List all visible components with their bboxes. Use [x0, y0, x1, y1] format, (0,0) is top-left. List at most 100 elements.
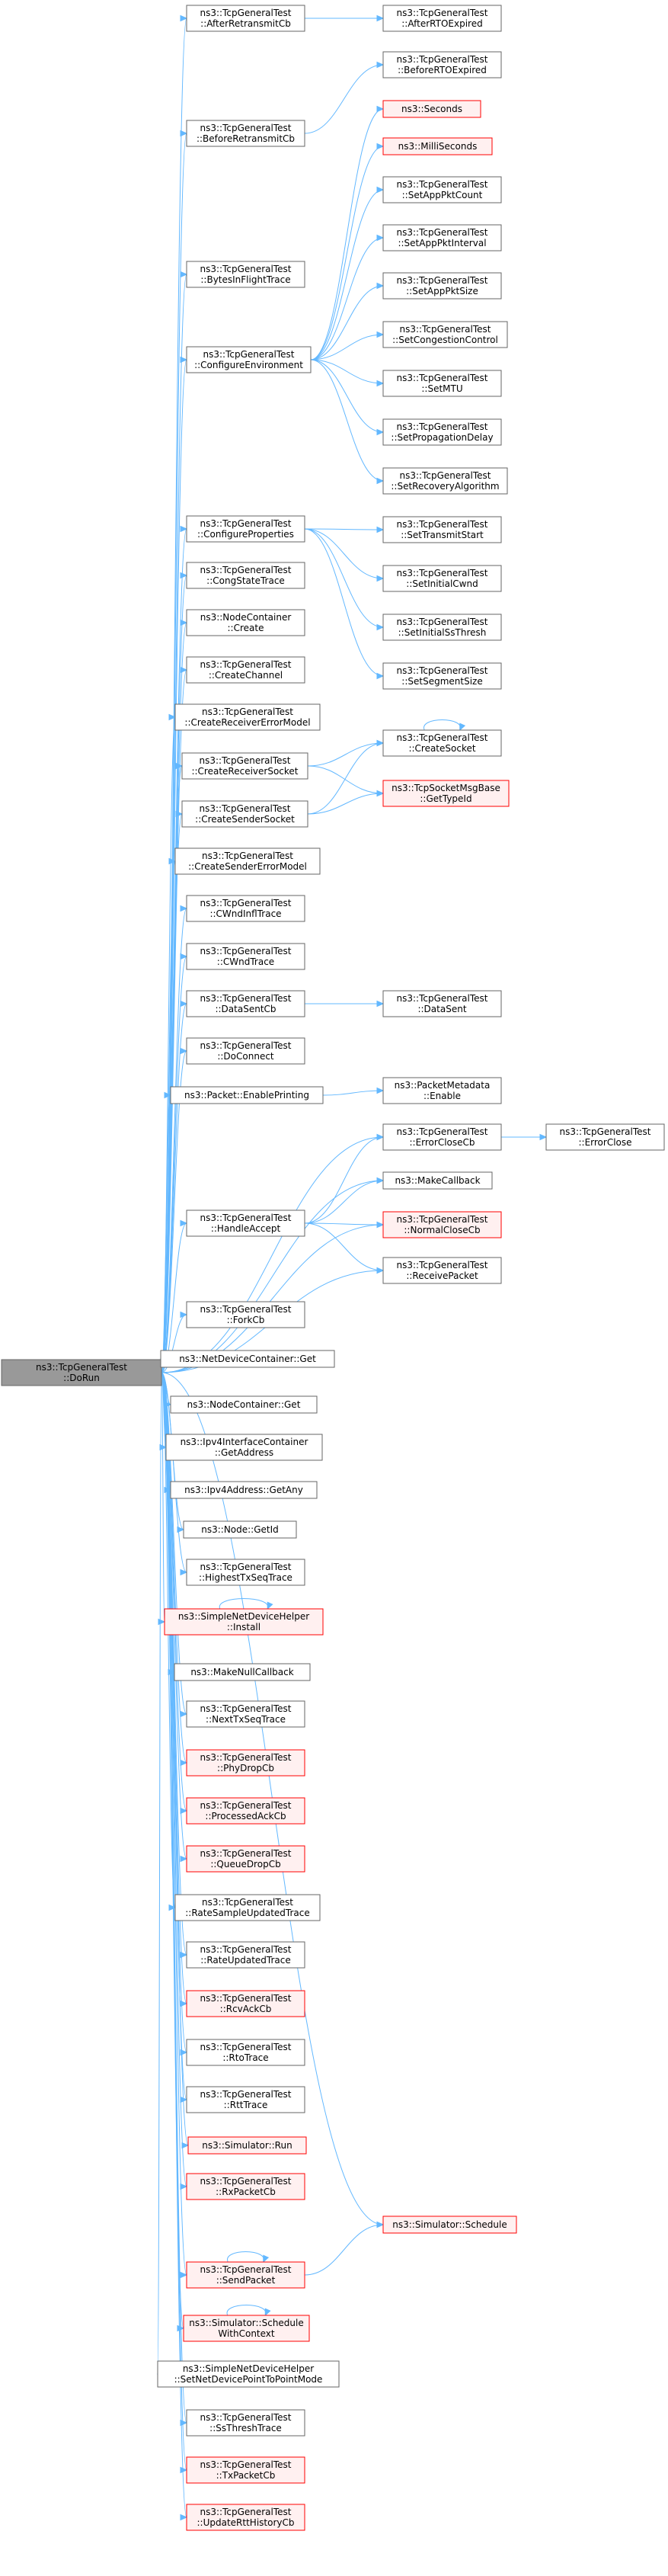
node-create-sender-error-model[interactable]: ns3::TcpGeneralTest::CreateSenderErrorMo… — [174, 847, 321, 875]
node-update-rtt-history-cb[interactable]: ns3::TcpGeneralTest::UpdateRttHistoryCb — [186, 2504, 305, 2531]
node-data-sent[interactable]: ns3::TcpGeneralTest::DataSent — [382, 990, 502, 1017]
node-get-type-id[interactable]: ns3::TcpSocketMsgBase::GetTypeId — [382, 780, 510, 807]
node-milli-seconds[interactable]: ns3::MilliSeconds — [382, 137, 493, 155]
node-error-close-cb[interactable]: ns3::TcpGeneralTest::ErrorCloseCb — [382, 1123, 502, 1151]
node-label: ::HighestTxSeqTrace — [199, 1572, 292, 1583]
node-phy-drop-cb[interactable]: ns3::TcpGeneralTest::PhyDropCb — [186, 1749, 305, 1777]
node-create-socket[interactable]: ns3::TcpGeneralTest::CreateSocket — [382, 729, 502, 757]
node-label: ns3::TcpGeneralTest — [200, 1304, 291, 1315]
node-label: ns3::Ipv4Address::GetAny — [184, 1485, 303, 1495]
node-box — [382, 137, 493, 155]
edge-error-close-cb-to-error-close-arrowhead — [539, 1133, 548, 1141]
node-get-any[interactable]: ns3::Ipv4Address::GetAny — [170, 1481, 318, 1499]
node-label: ns3::TcpGeneralTest — [200, 123, 291, 133]
node-ss-thresh-trace[interactable]: ns3::TcpGeneralTest::SsThreshTrace — [186, 2409, 305, 2437]
edge-root-to-phy-drop-cb-arrowhead — [180, 1759, 188, 1767]
node-set-congestion-control[interactable]: ns3::TcpGeneralTest::SetCongestionContro… — [382, 321, 508, 348]
node-set-propagation-delay[interactable]: ns3::TcpGeneralTest::SetPropagationDelay — [382, 418, 502, 446]
edge-root-to-next-tx-seq-trace-arrowhead — [180, 1710, 188, 1718]
node-set-recovery-algorithm[interactable]: ns3::TcpGeneralTest::SetRecoveryAlgorith… — [382, 467, 508, 495]
node-tx-packet-cb[interactable]: ns3::TcpGeneralTest::TxPacketCb — [186, 2456, 305, 2484]
node-before-retransmit-cb[interactable]: ns3::TcpGeneralTest::BeforeRetransmitCb — [186, 120, 305, 147]
node-handle-accept[interactable]: ns3::TcpGeneralTest::HandleAccept — [186, 1210, 305, 1237]
node-label: ::Create — [228, 623, 264, 633]
node-label: ns3::NodeContainer — [200, 612, 292, 623]
node-after-retransmit-cb[interactable]: ns3::TcpGeneralTest::AfterRetransmitCb — [186, 5, 305, 32]
node-send-packet[interactable]: ns3::TcpGeneralTest::SendPacket — [186, 2261, 305, 2289]
node-fork-cb[interactable]: ns3::TcpGeneralTest::ForkCb — [186, 1301, 305, 1328]
node-create-sender-socket[interactable]: ns3::TcpGeneralTest::CreateSenderSocket — [181, 800, 308, 828]
node-data-sent-cb[interactable]: ns3::TcpGeneralTest::DataSentCb — [186, 990, 305, 1017]
edge-root-to-highest-tx-seq-trace — [161, 1372, 187, 1573]
node-get-id[interactable]: ns3::Node::GetId — [183, 1520, 297, 1539]
node-simulator-schedule[interactable]: ns3::Simulator::Schedule — [382, 2216, 517, 2234]
node-rate-sample-updated-trace[interactable]: ns3::TcpGeneralTest::RateSampleUpdatedTr… — [174, 1894, 321, 1921]
node-error-close[interactable]: ns3::TcpGeneralTest::ErrorClose — [545, 1123, 665, 1151]
node-set-initial-cwnd[interactable]: ns3::TcpGeneralTest::SetInitialCwnd — [382, 565, 502, 592]
node-set-net-device-point-to-point-mode[interactable]: ns3::SimpleNetDeviceHelper::SetNetDevice… — [157, 2360, 340, 2388]
node-set-segment-size[interactable]: ns3::TcpGeneralTest::SetSegmentSize — [382, 662, 502, 690]
node-node-container-create[interactable]: ns3::NodeContainer::Create — [186, 609, 305, 636]
node-seconds[interactable]: ns3::Seconds — [382, 100, 481, 118]
node-before-rtoexpired[interactable]: ns3::TcpGeneralTest::BeforeRTOExpired — [382, 51, 502, 78]
edge-root-to-install-arrowhead — [158, 1618, 166, 1626]
node-bytes-in-flight-trace[interactable]: ns3::TcpGeneralTest::BytesInFlightTrace — [186, 261, 305, 288]
node-packet-metadata-enable[interactable]: ns3::PacketMetadata::Enable — [382, 1077, 502, 1104]
node-set-app-pkt-size[interactable]: ns3::TcpGeneralTest::SetAppPktSize — [382, 272, 502, 300]
edge-handle-accept-to-normal-close-cb-arrowhead — [376, 1221, 385, 1229]
node-rate-updated-trace[interactable]: ns3::TcpGeneralTest::RateUpdatedTrace — [186, 1941, 305, 1969]
node-set-app-pkt-interval[interactable]: ns3::TcpGeneralTest::SetAppPktInterval — [382, 224, 502, 252]
node-label: ns3::TcpGeneralTest — [200, 2176, 291, 2187]
node-rtt-trace[interactable]: ns3::TcpGeneralTest::RttTrace — [186, 2086, 305, 2113]
node-create-receiver-error-model[interactable]: ns3::TcpGeneralTest::CreateReceiverError… — [174, 703, 321, 731]
node-queue-drop-cb[interactable]: ns3::TcpGeneralTest::QueueDropCb — [186, 1845, 305, 1873]
node-node-container-get[interactable]: ns3::NodeContainer::Get — [170, 1395, 318, 1414]
node-label: ns3::TcpGeneralTest — [200, 2412, 291, 2423]
node-label: ns3::TcpGeneralTest — [200, 1562, 291, 1572]
node-box — [186, 2039, 305, 2066]
node-set-app-pkt-count[interactable]: ns3::TcpGeneralTest::SetAppPktCount — [382, 176, 502, 203]
node-set-transmit-start[interactable]: ns3::TcpGeneralTest::SetTransmitStart — [382, 516, 502, 543]
node-create-channel[interactable]: ns3::TcpGeneralTest::CreateChannel — [186, 656, 305, 684]
node-receive-packet[interactable]: ns3::TcpGeneralTest::ReceivePacket — [382, 1257, 502, 1284]
node-rcv-ack-cb[interactable]: ns3::TcpGeneralTest::RcvAckCb — [186, 1990, 305, 2017]
node-normal-close-cb[interactable]: ns3::TcpGeneralTest::NormalCloseCb — [382, 1211, 502, 1238]
node-cong-state-trace[interactable]: ns3::TcpGeneralTest::CongStateTrace — [186, 562, 305, 589]
node-label: ns3::TcpGeneralTest — [200, 2042, 291, 2052]
node-highest-tx-seq-trace[interactable]: ns3::TcpGeneralTest::HighestTxSeqTrace — [186, 1559, 305, 1586]
node-simulator-run[interactable]: ns3::Simulator::Run — [187, 2136, 307, 2155]
node-rto-trace[interactable]: ns3::TcpGeneralTest::RtoTrace — [186, 2039, 305, 2066]
edge-root-to-simulator-run-arrowhead — [181, 2142, 190, 2149]
node-rx-packet-cb[interactable]: ns3::TcpGeneralTest::RxPacketCb — [186, 2173, 305, 2200]
node-cwnd-trace[interactable]: ns3::TcpGeneralTest::CWndTrace — [186, 943, 305, 970]
node-make-callback[interactable]: ns3::MakeCallback — [382, 1171, 493, 1190]
node-set-mtu[interactable]: ns3::TcpGeneralTest::SetMTU — [382, 370, 502, 397]
node-create-receiver-socket[interactable]: ns3::TcpGeneralTest::CreateReceiverSocke… — [181, 752, 308, 780]
edge-root-to-queue-drop-cb-arrowhead — [180, 1855, 188, 1863]
node-after-rtoexpired[interactable]: ns3::TcpGeneralTest::AfterRTOExpired — [382, 5, 502, 32]
node-do-connect[interactable]: ns3::TcpGeneralTest::DoConnect — [186, 1037, 305, 1065]
node-net-device-container-get[interactable]: ns3::NetDeviceContainer::Get — [160, 1350, 335, 1368]
node-label: ::DataSent — [417, 1004, 466, 1014]
node-box — [382, 100, 481, 118]
node-label: ns3::NodeContainer::Get — [187, 1399, 301, 1410]
node-install[interactable]: ns3::SimpleNetDeviceHelper::Install — [164, 1608, 324, 1636]
node-label: ns3::TcpGeneralTest — [200, 898, 291, 908]
node-box — [382, 272, 502, 300]
node-configure-environment[interactable]: ns3::TcpGeneralTest::ConfigureEnvironmen… — [186, 346, 312, 373]
node-enable-printing[interactable]: ns3::Packet::EnablePrinting — [170, 1086, 324, 1104]
node-configure-properties[interactable]: ns3::TcpGeneralTest::ConfigureProperties — [186, 515, 305, 543]
edge-before-retransmit-cb-to-before-rtoexpired-arrowhead — [376, 61, 385, 69]
node-processed-ack-cb[interactable]: ns3::TcpGeneralTest::ProcessedAckCb — [186, 1797, 305, 1825]
node-label: ::SendPacket — [216, 2275, 276, 2286]
node-box — [170, 1481, 318, 1499]
node-make-null-callback[interactable]: ns3::MakeNullCallback — [174, 1663, 311, 1681]
node-next-tx-seq-trace[interactable]: ns3::TcpGeneralTest::NextTxSeqTrace — [186, 1700, 305, 1728]
node-cwnd-infl-trace[interactable]: ns3::TcpGeneralTest::CWndInflTrace — [186, 895, 305, 922]
node-set-initial-ss-thresh[interactable]: ns3::TcpGeneralTest::SetInitialSsThresh — [382, 614, 502, 641]
node-get-address[interactable]: ns3::Ipv4InterfaceContainer::GetAddress — [165, 1434, 323, 1461]
edge-configure-properties-to-set-initial-ss-thresh — [304, 528, 384, 628]
edge-root-to-create-sender-socket-arrowhead — [175, 810, 184, 818]
node-label: ::DoRun — [63, 1373, 100, 1383]
